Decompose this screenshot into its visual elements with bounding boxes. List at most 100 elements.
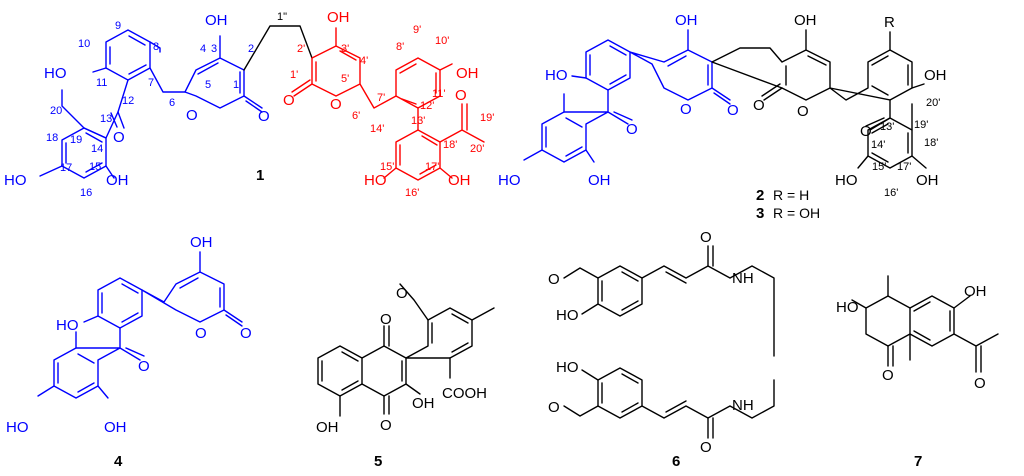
compound-2-legend: R = H (773, 187, 809, 203)
c1-ho-11: HO (44, 65, 67, 82)
c6-nh-top: NH (732, 270, 754, 287)
compound-3-label: 3 (756, 205, 764, 222)
c1-num-16p: 16' (405, 187, 419, 199)
c1-pyrone-a (184, 35, 263, 113)
c2-ho-para: HO (498, 172, 521, 189)
c1-num-7p: 7' (377, 92, 385, 104)
c5-quinone-o-bottom: O (380, 417, 392, 434)
c2-ho-15p: HO (835, 172, 858, 189)
c1-num-12: 12 (122, 95, 134, 107)
c4-oh: OH (190, 234, 213, 251)
c1-ring-o-a: O (186, 107, 198, 124)
c1-num-8p: 8' (396, 41, 404, 53)
c2-oh-ortho: OH (588, 172, 611, 189)
c2-carbonyl-o-b: O (753, 97, 765, 114)
c1-num-7: 7 (148, 77, 154, 89)
c1-oh-17p: OH (448, 172, 471, 189)
c1-carbonyl-o-1: O (258, 108, 270, 125)
c5-methoxy-o: O (396, 285, 408, 302)
c1-num-4p: 4' (360, 55, 368, 67)
c5-quinone-o-top: O (380, 311, 392, 328)
c5-oh-peri: OH (316, 419, 339, 436)
compound-6: O NH O HO HO O NH O 6 (548, 229, 775, 470)
c1-num-19: 19 (70, 134, 82, 146)
compound-1: OH HO O O O HO OH OH O O OH O HO OH 9 10… (4, 9, 494, 199)
c4-ho-phenol: HO (56, 317, 79, 334)
c1-num-15p: 15' (380, 161, 394, 173)
compound-1-label: 1 (256, 167, 264, 184)
c7-ketone-o: O (882, 367, 894, 384)
c2-carbonyl-o-a: O (727, 102, 739, 119)
compound-4-label: 4 (114, 453, 123, 470)
c1-ho-17: HO (4, 172, 27, 189)
c1-ring-b (39, 89, 125, 179)
compound-2-3: OH HO O O O HO OH OH O O R OH O HO OH 13… (498, 12, 947, 222)
c1-num-1: 1 (233, 79, 239, 91)
compound-6-label: 6 (672, 453, 680, 470)
c1-acetyl-o: O (455, 87, 467, 104)
c1-num-5: 5 (205, 79, 211, 91)
compound-5: O O O OH COOH OH 5 (316, 283, 495, 470)
c2-num-14p: 14' (871, 139, 885, 151)
c1-ring-d (383, 103, 485, 181)
c5-cooh: COOH (442, 385, 487, 402)
compound-3-legend: R = OH (773, 205, 820, 221)
c4-carbonyl-o: O (240, 325, 252, 342)
c2-num-16p: 16' (884, 187, 898, 199)
c4-ring-o: O (195, 325, 207, 342)
c1-num-20: 20 (50, 105, 62, 117)
c1-oh-3p: OH (327, 9, 350, 26)
c1-carbonyl-o-13: O (113, 129, 125, 146)
c1-pyrone-b (291, 27, 397, 109)
c1-ring-c (395, 57, 453, 131)
c2-num-13p: 13' (880, 121, 894, 133)
c2-ring-o-b: O (797, 103, 809, 120)
c1-num-8: 8 (153, 41, 159, 53)
c6-ho-bottom: HO (556, 359, 579, 376)
c1-num-14: 14 (91, 143, 103, 155)
c2-black-fragment (711, 29, 927, 169)
compound-4: OH HO O O O HO OH 4 (6, 234, 252, 470)
c6-methoxy-o-top: O (548, 271, 560, 288)
c2-ho-a: HO (545, 67, 568, 84)
c1-num-4: 4 (200, 43, 206, 55)
compound-7: HO OH O O 7 (836, 275, 999, 470)
compound-5-label: 5 (374, 453, 382, 470)
c2-ketone-o-b: O (860, 123, 872, 140)
c4-oh-ortho: OH (104, 419, 127, 436)
c7-acetyl-o: O (974, 375, 986, 392)
c1-num-3: 3 (211, 43, 217, 55)
c1-ring-a (92, 29, 186, 113)
c1-carbonyl-o-1p: O (283, 92, 295, 109)
c1-oh-3: OH (205, 12, 228, 29)
c1-num-10: 10 (78, 38, 90, 50)
c2-oh-b: OH (794, 12, 817, 29)
c2-oh-b2: OH (924, 67, 947, 84)
c1-num-17: 17 (60, 162, 72, 174)
c2-num-20p: 20' (926, 97, 940, 109)
c2-oh-a: OH (675, 12, 698, 29)
c1-num-11p: 11' (432, 88, 446, 100)
c1-num-20p: 20' (470, 143, 484, 155)
c1-num-1pp: 1" (277, 11, 287, 23)
c7-oh: OH (964, 283, 987, 300)
compound-2-label: 2 (756, 187, 764, 204)
c1-num-16: 16 (80, 187, 92, 199)
c1-oh-15: OH (106, 172, 129, 189)
c6-amide-o-top: O (700, 229, 712, 246)
c2-num-19p: 19' (914, 119, 928, 131)
c2-blue-fragment (523, 29, 731, 163)
c4-ketone-o: O (138, 358, 150, 375)
c1-num-11: 11 (96, 77, 107, 89)
c2-num-17p: 17' (897, 161, 911, 173)
c5-oh: OH (412, 395, 435, 412)
c2-ring-o-a: O (680, 101, 692, 118)
c6-methoxy-o-bottom: O (548, 399, 560, 416)
c1-methylene-bridge (243, 25, 313, 71)
c4-ho-para: HO (6, 419, 29, 436)
c2-num-15p: 15' (872, 161, 886, 173)
c1-num-9: 9 (115, 20, 121, 32)
c1-num-3p: 3' (341, 43, 349, 55)
